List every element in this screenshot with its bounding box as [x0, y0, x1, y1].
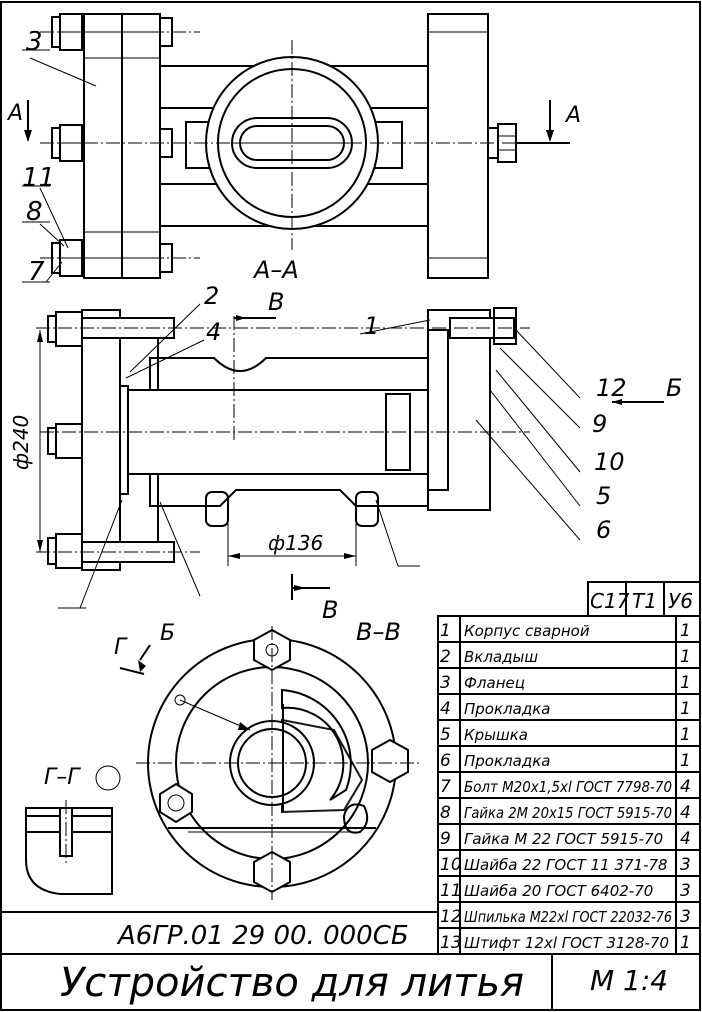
parts-row: 3 Фланец 1 [438, 667, 700, 693]
part-name: Шайба 20 ГОСТ 6402-70 [464, 882, 653, 900]
part-name: Крышка [464, 726, 528, 744]
callout-8: 8 [26, 197, 43, 227]
part-num: 8 [440, 803, 451, 823]
dim-240: ф240 [9, 415, 33, 470]
part-name: Прокладка [464, 700, 550, 718]
part-qty: 1 [680, 673, 691, 693]
callout-11: 11 [22, 163, 55, 193]
grade-c: У6 [668, 589, 693, 613]
part-name: Фланец [464, 674, 525, 692]
part-num: 5 [440, 725, 451, 745]
section-aa-view [36, 307, 664, 600]
grade-b: Т1 [632, 589, 657, 613]
part-qty: 1 [680, 725, 691, 745]
callout-4: 4 [206, 318, 221, 346]
cut-b-label-left: Б [160, 621, 175, 646]
part-num: 2 [440, 647, 451, 667]
part-name: Шайба 22 ГОСТ 11 371-78 [464, 856, 668, 874]
callout-10: 10 [594, 448, 625, 476]
part-num: 6 [440, 751, 451, 771]
part-name: Вкладыш [464, 648, 538, 666]
section-bb-label: В–В [356, 618, 401, 646]
part-qty: 3 [680, 907, 691, 927]
part-qty: 4 [680, 803, 691, 823]
callout-3: 3 [26, 27, 43, 57]
part-num: 4 [440, 699, 451, 719]
parts-row: 7 Болт М20х1,5хl ГОСТ 7798-70 4 [438, 771, 700, 797]
cut-g-label-left: Г [114, 635, 128, 660]
section-bb-view [95, 626, 420, 900]
callout-2: 2 [204, 282, 219, 310]
parts-row: 9 Гайка М 22 ГОСТ 5915-70 4 [438, 823, 700, 849]
drawing-title: Устройство для литья [60, 960, 524, 1006]
callout-5: 5 [596, 482, 611, 510]
top-view [24, 13, 570, 279]
part-num: 1 [440, 621, 451, 641]
parts-row: 8 Гайка 2М 20х15 ГОСТ 5915-70 4 [438, 797, 700, 823]
part-num: 9 [440, 829, 451, 849]
part-num: 3 [440, 673, 451, 693]
part-qty: 1 [680, 751, 691, 771]
parts-row: 5 Крышка 1 [438, 719, 700, 745]
part-qty: 4 [680, 777, 691, 797]
callout-6: 6 [596, 516, 611, 544]
mid-leaders [58, 303, 581, 609]
parts-row: 1 Корпус сварной 1 [440, 621, 691, 641]
part-name: Гайка 2М 20х15 ГОСТ 5915-70 [464, 804, 672, 822]
section-gg-view [25, 800, 113, 895]
part-num: 11 [440, 881, 462, 901]
designation: А6ГР.01 29 00. 000СБ [116, 921, 409, 951]
callout-12: 12 [596, 374, 627, 402]
grade-a: С17 [590, 589, 630, 613]
cut-v-label-top: В [268, 288, 284, 316]
part-name: Корпус сварной [464, 622, 590, 640]
part-num: 12 [440, 907, 462, 927]
dim-136: ф136 [268, 531, 323, 555]
callout-1: 1 [364, 312, 379, 340]
parts-row: 6 Прокладка 1 [438, 745, 700, 771]
section-gg-label: Г–Г [44, 765, 81, 790]
scale-label: М 1:4 [590, 964, 668, 997]
part-qty: 1 [680, 933, 691, 953]
cut-a-label-left: А [6, 101, 23, 126]
callout-7: 7 [28, 257, 45, 287]
part-name: Прокладка [464, 752, 550, 770]
callout-9: 9 [592, 410, 607, 438]
part-name: Гайка М 22 ГОСТ 5915-70 [464, 830, 663, 848]
cut-a-label-right: А [564, 103, 581, 128]
top-leaders [22, 49, 97, 283]
part-name: Штифт 12хl ГОСТ 3128-70 [464, 934, 669, 952]
part-num: 13 [440, 933, 462, 953]
parts-row: 2 Вкладыш 1 [438, 641, 700, 667]
part-num: 7 [440, 777, 451, 797]
part-qty: 1 [680, 621, 691, 641]
part-qty: 4 [680, 829, 691, 849]
part-qty: 1 [680, 647, 691, 667]
parts-row: 4 Прокладка 1 [438, 693, 700, 719]
cut-v-label-bottom: В [322, 596, 338, 624]
cut-b-label-right: Б [666, 374, 682, 402]
part-name: Болт М20х1,5хl ГОСТ 7798-70 [464, 778, 672, 796]
part-qty: 3 [680, 881, 691, 901]
part-num: 10 [440, 855, 462, 875]
section-aa-label: А–А [252, 256, 299, 284]
part-name: Шпилька М22хl ГОСТ 22032-76 [464, 908, 672, 926]
part-qty: 1 [680, 699, 691, 719]
part-qty: 3 [680, 855, 691, 875]
title-block [1, 911, 700, 1010]
